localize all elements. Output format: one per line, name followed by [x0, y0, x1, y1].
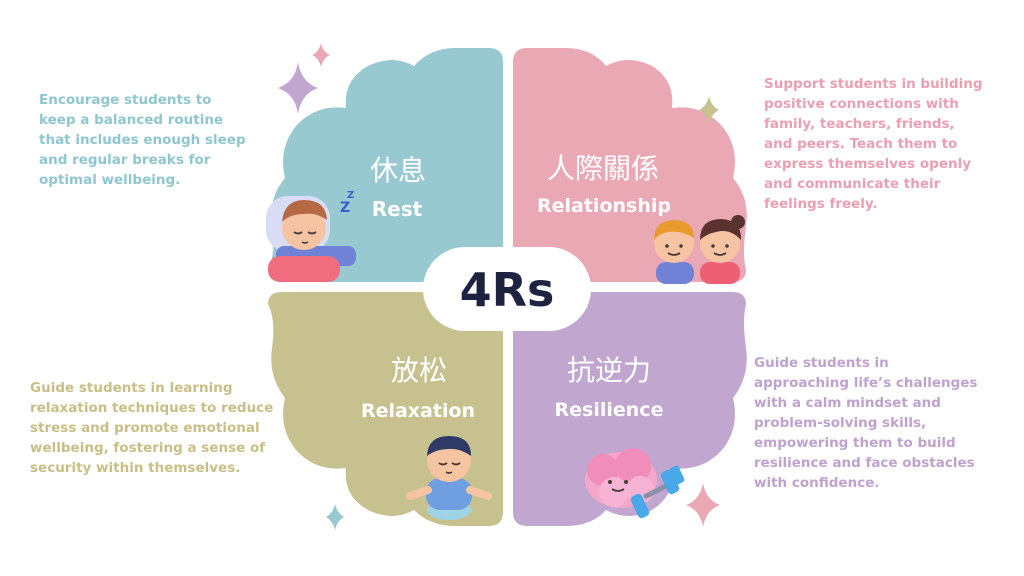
- relationship-title-en: Relationship: [537, 195, 671, 217]
- relationship-title-zh: 人際關係: [547, 152, 659, 185]
- rest-title-zh: 休息: [370, 154, 426, 187]
- relationship-description-line: express themselves openly: [764, 156, 972, 172]
- relationship-description-line: family, teachers, friends,: [764, 116, 955, 132]
- relaxation-description-line: relaxation techniques to reduce: [30, 400, 274, 416]
- sleep-z-small: Z: [347, 190, 354, 201]
- sparkle-icon: [312, 43, 330, 67]
- meditating-child-icon: [406, 436, 492, 520]
- relationship-description-line: and peers. Teach them to: [764, 136, 958, 152]
- sparkle-icon: [326, 504, 344, 530]
- center-pill: [423, 247, 591, 331]
- relaxation-title-zh: 放松: [391, 354, 447, 387]
- relationship-description-line: Support students in building: [764, 76, 983, 92]
- relaxation-description-line: wellbeing, fostering a sense of: [30, 440, 266, 456]
- relationship-quadrant: [513, 48, 747, 282]
- rest-title-en: Rest: [372, 197, 423, 221]
- brain-dumbbell-icon: [585, 448, 685, 519]
- resilience-quadrant: [513, 292, 747, 526]
- relaxation-description-line: security within themselves.: [30, 460, 241, 476]
- rest-description-line: Encourage students to: [39, 92, 212, 108]
- sleep-z-large: Z: [340, 200, 350, 216]
- resilience-title-zh: 抗逆力: [567, 354, 651, 387]
- two-friends-icon: [654, 215, 745, 284]
- center-label: 4Rs: [460, 263, 555, 317]
- resilience-description-line: resilience and face obstacles: [754, 455, 975, 471]
- resilience-description-line: with a calm mindset and: [754, 395, 941, 411]
- resilience-description-line: approaching life’s challenges: [754, 375, 978, 391]
- rest-description-line: and regular breaks for: [39, 152, 211, 168]
- relaxation-description: Guide students in learning relaxation te…: [30, 378, 305, 478]
- relationship-description: Support students in building positive co…: [764, 74, 1014, 214]
- resilience-title-en: Resilience: [555, 399, 664, 421]
- sparkle-icon: [699, 96, 719, 124]
- resilience-description-line: problem-solving skills,: [754, 415, 927, 431]
- sparkle-icon: [686, 483, 720, 527]
- relationship-description-line: positive connections with: [764, 96, 959, 112]
- relaxation-title-en: Relaxation: [361, 400, 475, 422]
- relationship-description-line: and communicate their: [764, 176, 941, 192]
- sleeping-child-icon: [266, 196, 356, 282]
- rest-description-line: optimal wellbeing.: [39, 172, 181, 188]
- sparkle-icon: [278, 62, 318, 114]
- rest-description-line: keep a balanced routine: [39, 112, 224, 128]
- rest-description-line: that includes enough sleep: [39, 132, 246, 148]
- resilience-description-line: empowering them to build: [754, 435, 956, 451]
- resilience-description: Guide students in approaching life’s cha…: [754, 353, 1016, 493]
- relaxation-description-line: stress and promote emotional: [30, 420, 260, 436]
- rest-description: Encourage students to keep a balanced ro…: [39, 90, 279, 190]
- resilience-description-line: with confidence.: [754, 475, 880, 491]
- resilience-description-line: Guide students in: [754, 355, 889, 371]
- relaxation-description-line: Guide students in learning: [30, 380, 233, 396]
- relationship-description-line: feelings freely.: [764, 196, 878, 212]
